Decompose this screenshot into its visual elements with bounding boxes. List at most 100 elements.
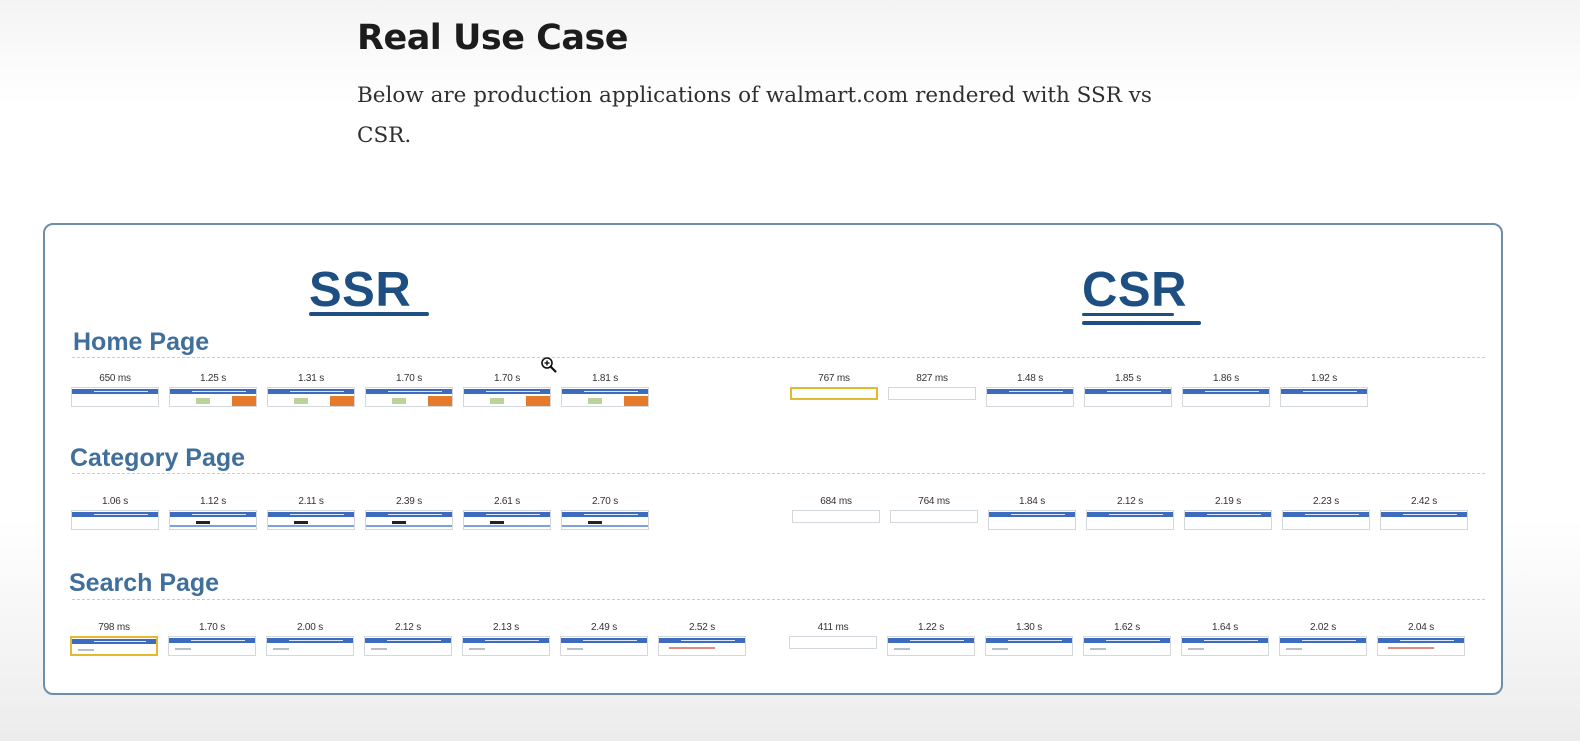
frame-time-label: 2.49 s <box>590 622 618 633</box>
thumbnail-bar-mark <box>1281 389 1367 394</box>
frame-thumbnail <box>1181 636 1269 656</box>
thumbnail-bar-mark <box>659 638 745 643</box>
frame-thumbnail <box>267 387 355 407</box>
frame-time-label: 2.23 s <box>1312 496 1340 507</box>
thumbnail-bar-mark <box>267 638 353 643</box>
frame-thumbnail <box>1086 510 1174 530</box>
filmstrip-frame-home-ssr: 650 ms <box>71 372 159 407</box>
frame-thumbnail <box>168 636 256 656</box>
frame-thumbnail <box>658 636 746 656</box>
frame-thumbnail <box>790 387 878 400</box>
csr-underline-1 <box>1082 313 1174 316</box>
frame-thumbnail <box>986 387 1074 407</box>
frame-thumbnail <box>887 636 975 656</box>
filmstrip-frame-home-csr: 827 ms <box>888 372 976 400</box>
filmstrip-frame-search-ssr: 2.52 s <box>658 621 746 656</box>
thumbnail-lg-mark <box>392 398 406 404</box>
comparison-image <box>43 223 1503 695</box>
thumbnail-lg-mark <box>588 398 602 404</box>
filmstrip-frame-search-ssr: 2.00 s <box>266 621 354 656</box>
frame-time-label: 1.31 s <box>297 373 325 384</box>
frame-thumbnail <box>462 636 550 656</box>
frame-thumbnail <box>70 636 158 656</box>
frame-time-label: 2.11 s <box>298 496 324 507</box>
frame-thumbnail <box>169 387 257 407</box>
thumbnail-bar-mark <box>170 512 256 517</box>
thumbnail-lg-mark <box>294 398 308 404</box>
thumbnail-bar-mark <box>1085 389 1171 394</box>
csr-label: CSR <box>1082 263 1187 317</box>
frame-thumbnail <box>463 387 551 407</box>
frame-thumbnail <box>266 636 354 656</box>
filmstrip-frame-category-ssr: 2.39 s <box>365 495 453 530</box>
frame-thumbnail <box>1182 387 1270 407</box>
thumbnail-bar-mark <box>365 638 451 643</box>
thumbnail-rd-mark <box>1388 647 1434 649</box>
thumbnail-lg-mark <box>196 398 210 404</box>
frame-time-label: 2.61 s <box>493 496 521 507</box>
filmstrip-frame-home-ssr: 1.25 s <box>169 372 257 407</box>
row-divider-category <box>72 473 1485 474</box>
thumbnail-bar-mark <box>1084 638 1170 643</box>
filmstrip-frame-category-csr: 764 ms <box>890 495 978 523</box>
filmstrip-frame-category-ssr: 2.70 s <box>561 495 649 530</box>
thumbnail-bar-mark <box>1378 638 1464 643</box>
frame-time-label: 1.22 s <box>917 622 945 633</box>
frame-thumbnail <box>789 636 877 649</box>
thumbnail-bar-mark <box>169 638 255 643</box>
frame-thumbnail <box>890 510 978 523</box>
frame-time-label: 764 ms <box>918 496 950 507</box>
csr-underline-2 <box>1082 321 1201 325</box>
filmstrip-frame-category-ssr: 1.06 s <box>71 495 159 530</box>
frame-thumbnail <box>71 387 159 407</box>
thumbnail-bar-mark <box>366 512 452 517</box>
frame-time-label: 1.81 s <box>591 373 619 384</box>
filmstrip-frame-search-csr: 2.04 s <box>1377 621 1465 656</box>
frame-time-label: 2.19 s <box>1214 496 1242 507</box>
frame-time-label: 2.13 s <box>492 622 520 633</box>
thumbnail-bar-mark <box>72 512 158 517</box>
filmstrip-frame-category-ssr: 2.11 s <box>267 495 355 530</box>
article-heading: Real Use Case <box>357 18 629 58</box>
thumbnail-bar-mark <box>1283 512 1369 517</box>
thumbnail-dk-mark <box>392 521 406 524</box>
thumbnail-bar-mark <box>268 389 354 394</box>
thumbnail-bar-mark <box>366 389 452 394</box>
thumbnail-bar2-mark <box>170 525 256 527</box>
frame-time-label: 798 ms <box>98 622 130 633</box>
thumbnail-dk-mark <box>294 521 308 524</box>
row-title-search: Search Page <box>69 569 220 597</box>
filmstrip-frame-search-csr: 1.30 s <box>985 621 1073 656</box>
frame-thumbnail <box>1184 510 1272 530</box>
frame-time-label: 2.02 s <box>1309 622 1337 633</box>
frame-time-label: 650 ms <box>99 373 131 384</box>
thumbnail-dk-mark <box>196 521 210 524</box>
row-divider-search <box>72 599 1485 600</box>
thumbnail-bar-mark <box>170 389 256 394</box>
filmstrip-frame-search-ssr: 2.49 s <box>560 621 648 656</box>
thumbnail-sm-mark <box>992 648 1008 650</box>
frame-thumbnail <box>1280 387 1368 407</box>
filmstrip-frame-category-ssr: 1.12 s <box>169 495 257 530</box>
thumbnail-org-mark <box>624 396 648 406</box>
filmstrip-frame-home-csr: 1.86 s <box>1182 372 1270 407</box>
frame-time-label: 1.12 s <box>199 496 227 507</box>
thumbnail-sm-mark <box>371 648 387 650</box>
frame-thumbnail <box>561 510 649 530</box>
filmstrip-frame-search-csr: 2.02 s <box>1279 621 1367 656</box>
frame-time-label: 1.84 s <box>1018 496 1046 507</box>
frame-time-label: 1.06 s <box>101 496 129 507</box>
frame-time-label: 1.85 s <box>1114 373 1142 384</box>
filmstrip-frame-category-csr: 2.19 s <box>1184 495 1272 530</box>
thumbnail-bar-mark <box>989 512 1075 517</box>
thumbnail-org-mark <box>428 396 452 406</box>
thumbnail-bar-mark <box>1185 512 1271 517</box>
frame-thumbnail <box>71 510 159 530</box>
filmstrip-frame-category-csr: 684 ms <box>792 495 880 523</box>
frame-time-label: 2.00 s <box>296 622 324 633</box>
frame-thumbnail <box>1282 510 1370 530</box>
thumbnail-org-mark <box>232 396 256 406</box>
thumbnail-bar-mark <box>1183 389 1269 394</box>
frame-time-label: 2.42 s <box>1410 496 1438 507</box>
frame-thumbnail <box>1084 387 1172 407</box>
